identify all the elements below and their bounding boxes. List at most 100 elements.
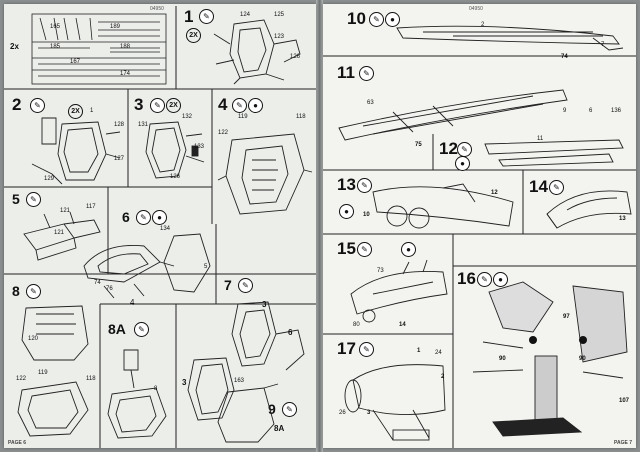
step-13-number: 13 <box>337 175 356 194</box>
part-number: 123 <box>274 34 285 40</box>
step-12-parts-drawing <box>484 139 624 167</box>
part-number: 12 <box>491 190 498 196</box>
part-number: 6 <box>589 108 593 114</box>
step-14-number: 14 <box>529 177 548 196</box>
part-number: 129 <box>44 176 55 182</box>
paint-icon: ● <box>152 210 167 225</box>
part-number: 14 <box>399 322 406 328</box>
step-6-number: 6 <box>122 209 130 225</box>
step-13-intake-drawing <box>372 183 514 229</box>
glue-icon: ✎ <box>232 98 247 113</box>
step-8-panel-drawing <box>17 305 89 437</box>
step-9-seat-assembly-drawing <box>187 357 279 443</box>
step-8a-number: 8A <box>108 321 126 337</box>
part-number: 127 <box>114 156 125 162</box>
part-number: 76 <box>106 286 113 292</box>
step-5-number: 5 <box>12 191 20 207</box>
step-4-number: 4 <box>218 95 228 114</box>
part-number: 8 <box>154 386 158 392</box>
part-number: 122 <box>218 130 229 136</box>
step-15-number: 15 <box>337 239 356 258</box>
sprue-label: 165 <box>50 24 61 30</box>
book-gutter <box>316 0 323 452</box>
step-6-cockpit-tub-drawing <box>83 233 211 299</box>
paint-icon: ● <box>493 272 508 287</box>
step-5-console-drawing <box>23 211 101 261</box>
part-number: 24 <box>435 350 442 356</box>
paint-icon: ● <box>248 98 263 113</box>
part-number: 126 <box>170 174 181 180</box>
part-number: 163 <box>234 378 245 384</box>
left-page-frames <box>4 6 316 448</box>
step-12-number: 12 <box>439 139 458 158</box>
step-3-quantity-badge: 2X <box>166 98 181 113</box>
step-4-cockpit-drawing <box>217 133 313 215</box>
step-9-number: 9 <box>268 401 276 417</box>
glue-icon: ✎ <box>136 210 151 225</box>
part-number: 74 <box>561 54 568 60</box>
glue-icon: ✎ <box>357 178 372 193</box>
part-number: 132 <box>182 114 193 120</box>
sprue-label: 188 <box>120 44 131 50</box>
part-number: 121 <box>60 208 71 214</box>
part-number: 134 <box>160 226 171 232</box>
part-number: 118 <box>296 114 306 120</box>
step-17-body-drawing <box>344 364 446 441</box>
part-number: 73 <box>377 268 384 274</box>
part-number: 107 <box>619 398 630 404</box>
step-10-number: 10 <box>347 9 366 28</box>
paint-icon: ● <box>401 242 416 257</box>
part-number: 80 <box>353 322 360 328</box>
part-number: 26 <box>339 410 346 416</box>
part-number: 9 <box>563 108 567 114</box>
glue-icon: ✎ <box>134 322 149 337</box>
step-3-number: 3 <box>134 95 144 114</box>
part-number: 121 <box>54 230 65 236</box>
part-number: 126 <box>290 54 301 60</box>
glue-icon: ✎ <box>199 9 214 24</box>
step-2-seat-drawing <box>31 117 121 185</box>
part-number: 133 <box>194 144 205 150</box>
part-number: 5 <box>204 264 208 270</box>
glue-icon: ✎ <box>150 98 165 113</box>
right-page-frames <box>323 55 636 448</box>
glue-icon: ✎ <box>549 180 564 195</box>
step-1-quantity-badge: 2X <box>186 28 201 43</box>
glue-icon: ✎ <box>26 284 41 299</box>
part-number: 122 <box>16 376 27 382</box>
part-number: 1 <box>90 108 94 114</box>
glue-icon: ✎ <box>369 12 384 27</box>
part-number: 10 <box>363 212 370 218</box>
step-10-fuselage-drawing <box>396 25 624 51</box>
glue-icon: ✎ <box>238 278 253 293</box>
part-number: 131 <box>138 122 149 128</box>
right-page-footer: PAGE 7 <box>614 440 632 446</box>
part-number: 124 <box>240 12 251 18</box>
glue-icon: ✎ <box>357 242 372 257</box>
part-number: 8A <box>274 424 285 433</box>
step-11-fuselage-drawing <box>338 89 568 141</box>
glue-icon: ✎ <box>359 342 374 357</box>
part-number: 3 <box>367 410 371 416</box>
step-11-number: 11 <box>337 63 355 82</box>
glue-icon: ✎ <box>30 98 45 113</box>
glue-icon: ✎ <box>26 192 41 207</box>
step-8-number: 8 <box>12 283 20 299</box>
part-number: 1 <box>417 348 421 354</box>
part-number: 13 <box>619 216 626 222</box>
part-number: 120 <box>28 336 39 342</box>
part-number: 119 <box>38 370 48 376</box>
sprue-label: 167 <box>70 59 81 65</box>
right-page-header: 04950 <box>469 6 483 12</box>
step-14-exhaust-drawing <box>546 190 632 229</box>
part-number: 2 <box>441 374 445 380</box>
part-number: 90 <box>499 356 506 362</box>
glue-icon: ✎ <box>359 66 374 81</box>
part-number: 74 <box>94 280 101 286</box>
step-3-seat-drawing <box>145 121 205 179</box>
step-16-number: 16 <box>457 269 476 288</box>
sprue-label: 174 <box>120 71 131 77</box>
left-page-header: 04950 <box>150 6 164 12</box>
paint-icon: ● <box>455 156 470 171</box>
step-7-seat-install-drawing <box>231 301 305 371</box>
